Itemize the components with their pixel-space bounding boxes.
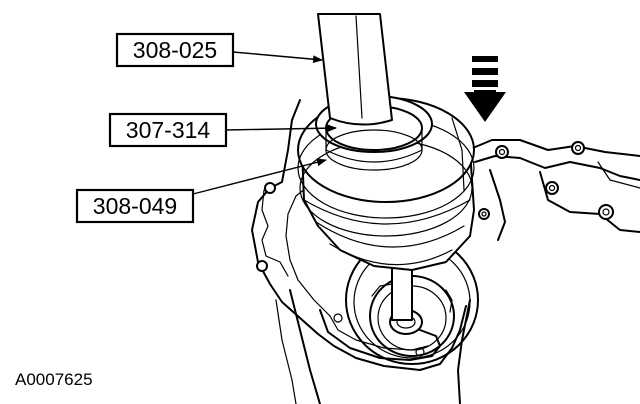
handle-308-025 — [317, 13, 393, 126]
callout-308-025: 308-025 — [115, 32, 323, 68]
figure-id: A0007625 — [15, 370, 93, 389]
callout-label: 307-314 — [126, 117, 211, 143]
press-direction-arrow-icon — [464, 56, 506, 122]
input-shaft — [391, 265, 413, 321]
callout-308-049: 308-049 — [75, 158, 327, 224]
callout-307-314: 307-314 — [108, 112, 337, 148]
case-bolts — [478, 141, 614, 220]
transmission-case — [251, 99, 640, 404]
callout-label: 308-025 — [133, 37, 217, 63]
callout-label: 308-049 — [93, 193, 177, 219]
